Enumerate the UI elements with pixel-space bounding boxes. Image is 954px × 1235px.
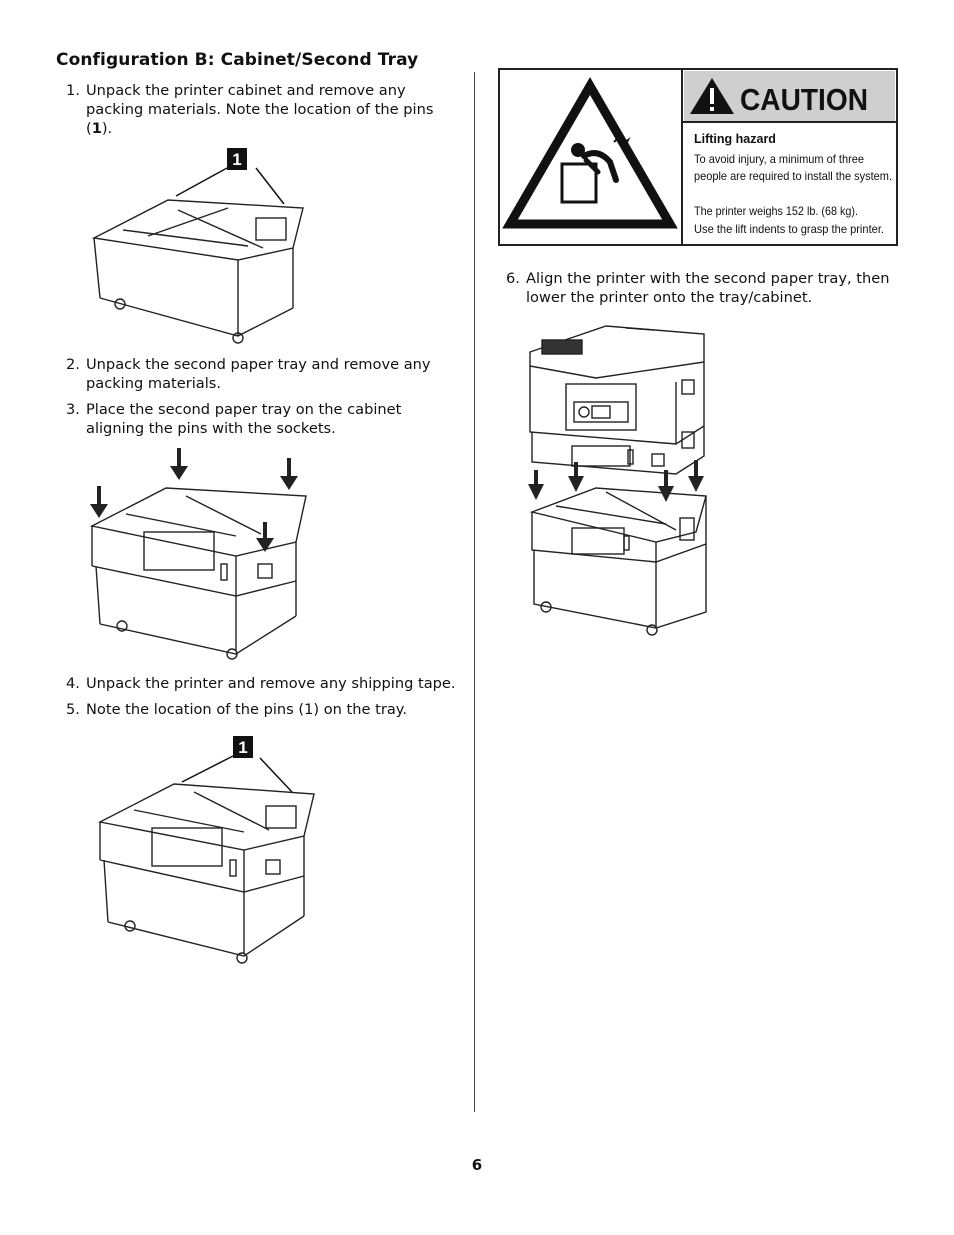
step-text: Unpack the printer and remove any shippi… xyxy=(86,675,456,692)
caution-line-2: people are required to install the syste… xyxy=(694,169,892,183)
step-number: 6. xyxy=(506,270,520,287)
caution-line-4: Use the lift indents to grasp the printe… xyxy=(694,222,884,236)
step-1: 1. Unpack the printer cabinet and remove… xyxy=(66,81,456,138)
exclamation-triangle-icon xyxy=(690,78,734,114)
step-number: 4. xyxy=(66,675,80,692)
step-number: 1. xyxy=(66,82,80,99)
step-text: Unpack the printer cabinet and remove an… xyxy=(86,82,434,137)
step-text: Align the printer with the second paper … xyxy=(526,270,890,306)
step-2: 2. Unpack the second paper tray and remo… xyxy=(66,355,456,393)
figure-cabinet-pins: 1 xyxy=(91,148,304,344)
step-4: 4. Unpack the printer and remove any shi… xyxy=(66,674,466,693)
step-text: Note the location of the pins (1) on the… xyxy=(86,701,407,718)
callout-box xyxy=(227,148,247,170)
step-5: 5. Note the location of the pins (1) on … xyxy=(66,700,466,719)
step-6: 6. Align the printer with the second pap… xyxy=(506,269,906,307)
figure-tray-on-cabinet xyxy=(89,448,307,660)
lifting-hazard-icon xyxy=(502,77,678,229)
callout-number: 1 xyxy=(238,738,247,757)
step-text: Unpack the second paper tray and remove … xyxy=(86,356,431,392)
step-text: Place the second paper tray on the cabin… xyxy=(86,401,402,437)
caution-line-1: To avoid injury, a minimum of three xyxy=(694,152,864,166)
caution-line-3: The printer weighs 152 lb. (68 kg). xyxy=(694,204,858,218)
caution-title: CAUTION xyxy=(740,82,868,117)
caution-label: CAUTION Lifting hazard To avoid injury, … xyxy=(498,68,898,246)
callout-number: 1 xyxy=(232,150,241,169)
figure-tray-pins: 1 xyxy=(97,736,315,964)
column-divider xyxy=(474,72,475,1112)
page-number: 6 xyxy=(471,1156,483,1174)
step-number: 5. xyxy=(66,701,80,718)
step-3: 3. Place the second paper tray on the ca… xyxy=(66,400,456,438)
callout-box xyxy=(233,736,253,758)
step-number: 2. xyxy=(66,356,80,373)
page-title: Configuration B: Cabinet/Second Tray xyxy=(56,50,419,70)
step-number: 3. xyxy=(66,401,80,418)
caution-subtitle: Lifting hazard xyxy=(694,132,776,146)
arrow-down-icon xyxy=(256,538,274,552)
figure-printer-on-tray xyxy=(528,325,707,636)
